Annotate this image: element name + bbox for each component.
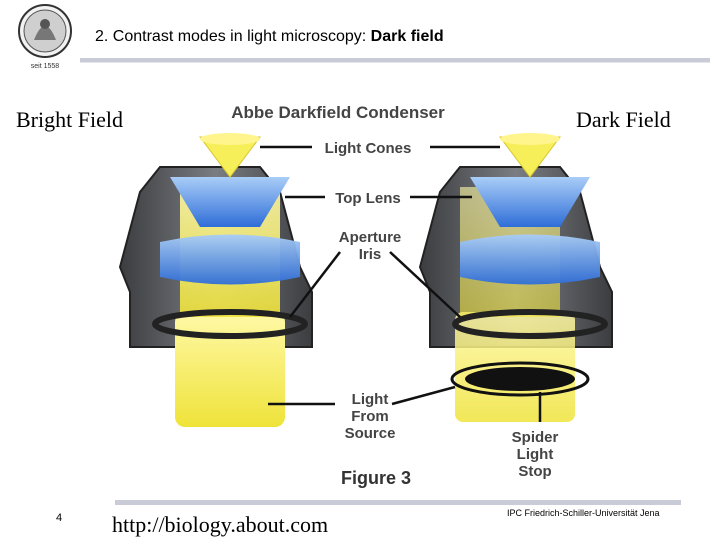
- callout-light: Light: [352, 391, 389, 408]
- page-number: 4: [56, 512, 63, 524]
- figure-heading: Abbe Darkfield Condenser: [231, 103, 445, 122]
- callout-stop: Stop: [518, 463, 551, 480]
- callout-iris: Iris: [359, 246, 382, 263]
- dark-aperture-iris: [452, 309, 608, 339]
- spider-light-stop: [465, 367, 575, 391]
- university-seal-logo: seit 1558: [18, 4, 72, 70]
- affiliation-text: IPC Friedrich-Schiller-Universität Jena: [507, 508, 660, 518]
- bright-aperture-iris: [152, 309, 308, 339]
- dark-field-condenser: [418, 133, 613, 422]
- callout-top-lens: Top Lens: [335, 190, 401, 207]
- bright-lower-lens: [160, 234, 300, 285]
- footer-divider: [115, 500, 681, 505]
- callout-aperture: Aperture: [339, 229, 402, 246]
- bright-top-lens: [170, 177, 290, 227]
- callout-light-cones: Light Cones: [325, 140, 412, 157]
- seal-text: seit 1558: [31, 63, 60, 70]
- dark-lower-lens: [460, 234, 600, 285]
- slide-title-bold: Dark field: [370, 28, 444, 45]
- slide-title-prefix: 2. Contrast modes in light microscopy:: [95, 28, 371, 45]
- title-divider-shadow: [80, 62, 710, 63]
- source-url: http://biology.about.com: [112, 512, 329, 537]
- figure-caption: Figure 3: [341, 468, 411, 488]
- bright-field-label: Bright Field: [16, 107, 123, 132]
- callout-source: Source: [345, 425, 396, 442]
- title-divider: [80, 58, 710, 62]
- callout-spider-light: Light: [517, 446, 554, 463]
- dark-field-label: Dark Field: [576, 107, 671, 132]
- bright-light-column: [175, 312, 285, 427]
- dark-top-lens: [470, 177, 590, 227]
- condenser-diagram: Abbe Darkfield Condenser: [118, 103, 613, 488]
- callout-spider: Spider: [512, 429, 559, 446]
- bright-field-condenser: [118, 133, 313, 427]
- callout-from: From: [351, 408, 389, 425]
- slide-title: 2. Contrast modes in light microscopy: D…: [95, 28, 444, 46]
